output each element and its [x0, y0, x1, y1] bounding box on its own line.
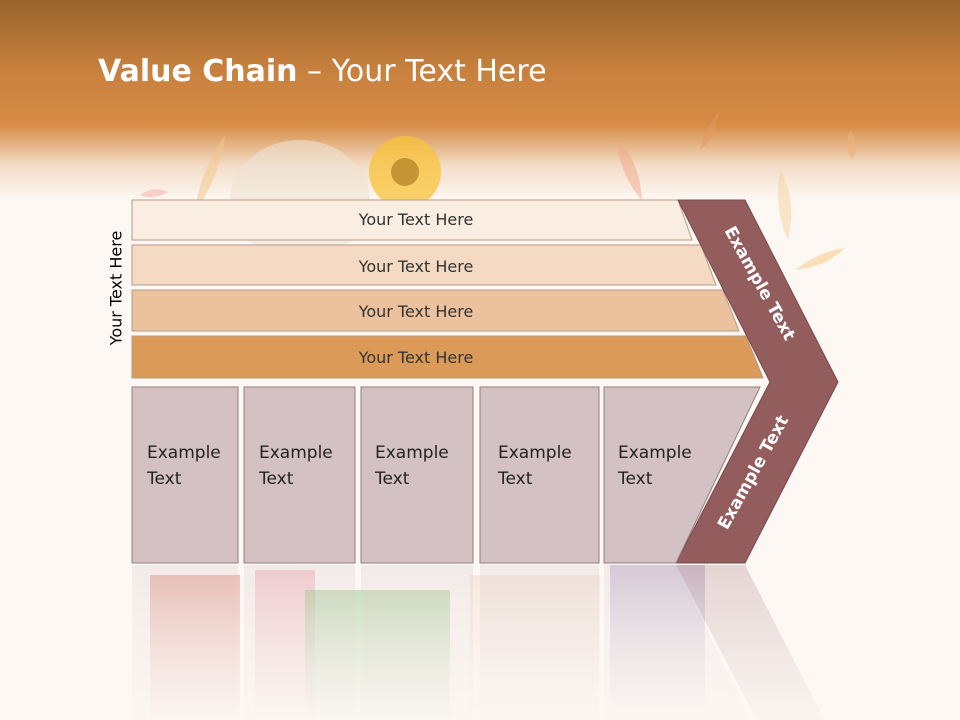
row-bar-4 [131, 335, 764, 379]
activity-box-5-line1: Example [618, 443, 692, 463]
reflection-fade [120, 565, 860, 720]
activity-box-5 [603, 386, 761, 564]
row-bar-2 [131, 244, 717, 286]
activity-box-3 [360, 386, 474, 564]
activity-box-4-line2: Text [497, 469, 533, 489]
activity-box-1-line2: Text [146, 469, 182, 489]
activity-box-4-line1: Example [498, 443, 572, 463]
chevron-arrow [675, 199, 839, 564]
activity-box-2-line2: Text [258, 469, 294, 489]
row-label-1: Your Text Here [358, 210, 474, 229]
title-bold: Value Chain [98, 54, 298, 89]
header-band [0, 0, 960, 200]
activity-box-3-line1: Example [375, 443, 449, 463]
row-bar-3 [131, 289, 740, 332]
title-rest: – Your Text Here [297, 54, 547, 89]
activity-box-1 [131, 386, 239, 564]
row-label-3: Your Text Here [358, 302, 474, 321]
activity-box-1-line1: Example [147, 443, 221, 463]
row-label-4: Your Text Here [358, 348, 474, 367]
activity-box-5-line2: Text [617, 469, 653, 489]
activity-box-3-line2: Text [374, 469, 410, 489]
row-label-2: Your Text Here [358, 257, 474, 276]
activity-box-2-line1: Example [259, 443, 333, 463]
activity-box-4 [479, 386, 600, 564]
activity-box-2 [243, 386, 356, 564]
slide-title: Value Chain – Your Text Here [98, 54, 547, 89]
row-bar-1 [131, 199, 693, 241]
